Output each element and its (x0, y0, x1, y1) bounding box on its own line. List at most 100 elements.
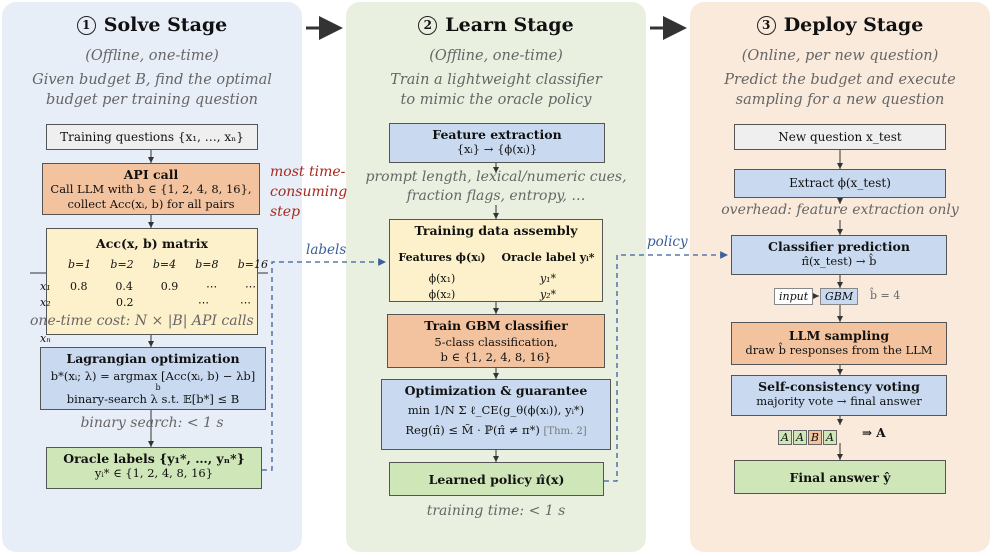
stage-number-badge: 2 (418, 16, 438, 35)
vote-result: ⇒ A (862, 426, 886, 440)
learned-policy-box: Learned policy π̂(x) (389, 462, 604, 496)
labels-link-label: labels (306, 242, 347, 258)
theorem-ref: [Thm. 2] (543, 426, 587, 437)
opt-line-1: min 1/N Σ ℓ_CE(g_θ(ϕ(xᵢ)), yᵢ*) (407, 403, 585, 417)
feature-line: {xᵢ} → {ϕ(xᵢ)} (456, 142, 538, 156)
optimization-guarantee-box: Optimization & guarantee min 1/N Σ ℓ_CE(… (381, 379, 611, 450)
assembly-col-features: Features ϕ(xᵢ) (398, 251, 486, 264)
assembly-title: Training data assembly (414, 223, 578, 238)
feature-note-1: prompt length, lexical/numeric cues, (365, 169, 627, 185)
policy-link-label: policy (647, 234, 688, 250)
matrix-cell: ⋯ (245, 280, 256, 293)
gbm-line-1: 5-class classification, (434, 335, 558, 349)
opt-line-2: Reg(π̂) ≤ M̃ · ℙ(π̂ ≠ π*) (405, 423, 540, 437)
time-consuming-note: most time- consuming step (270, 162, 350, 222)
one-time-cost-note: one-time cost: N × |B| API calls (30, 313, 254, 329)
matrix-row-label: x₂ (40, 296, 51, 309)
learn-desc-1: Train a lightweight classifier (390, 72, 602, 88)
matrix-header-row: b=1 b=2 b=4 b=8 b=16 (68, 258, 268, 271)
training-questions-box: Training questions {x₁, …, xₙ} (46, 124, 258, 150)
lagrangian-box: Lagrangian optimization b*(xᵢ; λ) = argm… (40, 347, 266, 410)
oracle-labels-box: Oracle labels {y₁*, …, yₙ*} yᵢ* ∈ {1, 2,… (46, 447, 262, 489)
learn-stage-title: 2 Learn Stage (346, 14, 646, 36)
api-call-box: API call Call LLM with b ∈ {1, 2, 4, 8, … (42, 163, 260, 215)
stage-number-badge: 1 (76, 16, 96, 35)
new-question-box: New question x_test (734, 124, 946, 150)
oracle-title: Oracle labels {y₁*, …, yₙ*} (63, 451, 245, 466)
api-call-title: API call (123, 167, 179, 182)
learn-mode: (Offline, one-time) (429, 48, 563, 64)
extract-features-box: Extract ϕ(x_test) (734, 169, 946, 198)
voting-line: majority vote → final answer (756, 394, 922, 408)
feature-title: Feature extraction (432, 127, 562, 142)
classifier-prediction-box: Classifier prediction π̂(x_test) → b̂ (731, 235, 947, 275)
final-title: Final answer ŷ (789, 470, 891, 485)
matrix-header: b=16 (237, 258, 268, 271)
self-consistency-box: Self-consistency voting majority vote → … (731, 375, 947, 416)
opt-title: Optimization & guarantee (404, 383, 588, 398)
api-call-line-1: Call LLM with b ∈ {1, 2, 4, 8, 16}, (50, 182, 252, 196)
gbm-title: Train GBM classifier (424, 318, 568, 333)
solve-desc-1: Given budget B, find the optimal (32, 72, 272, 88)
deploy-title-text: Deploy Stage (783, 14, 924, 36)
solve-desc-2: budget per training question (45, 92, 259, 108)
matrix-row-label: x₁ (40, 280, 51, 293)
gbm-line-2: b ∈ {1, 2, 4, 8, 16} (440, 350, 552, 364)
sampling-title: LLM sampling (788, 328, 890, 343)
acc-matrix-box: Acc(x, b) matrix (46, 228, 258, 335)
lagrangian-line-2: binary-search λ s.t. 𝔼[b*] ≤ B (66, 392, 240, 406)
note-line-3: step (270, 204, 301, 220)
matrix-row: 0.8 0.4 0.9 ⋯ ⋯ (70, 280, 256, 293)
vote-chip: B (807, 430, 822, 445)
note-line-2: consuming (270, 184, 348, 200)
lagrangian-title: Lagrangian optimization (66, 351, 240, 366)
assembly-cell: ϕ(x₂) (428, 288, 456, 301)
clf-line: π̂(x_test) → b̂ (801, 254, 877, 268)
learn-desc-2: to mimic the oracle policy (400, 92, 592, 108)
lagrangian-line-1: b*(xᵢ; λ) = argmax [Acc(xᵢ, b) − λb] (50, 369, 256, 383)
vote-chip: A (792, 430, 807, 445)
deploy-stage-title: 3 Deploy Stage (690, 14, 990, 36)
matrix-cell: ⋯ (240, 296, 251, 309)
matrix-row-label: xₙ (40, 332, 51, 345)
note-line-1: most time- (270, 164, 346, 180)
binary-search-note: binary search: < 1 s (80, 415, 224, 431)
llm-sampling-box: LLM sampling draw b̂ responses from the … (731, 322, 947, 365)
overhead-note: overhead: feature extraction only (721, 202, 959, 218)
oracle-line: yᵢ* ∈ {1, 2, 4, 8, 16} (94, 466, 214, 480)
vote-chip: A (778, 430, 792, 445)
matrix-cell: ⋯ (206, 280, 218, 293)
assembly-col-oracle: Oracle label yᵢ* (501, 251, 595, 264)
matrix-header: b=1 (68, 258, 92, 271)
voting-title: Self-consistency voting (758, 379, 920, 394)
matrix-header: b=4 (152, 258, 177, 271)
final-answer-box: Final answer ŷ (734, 460, 946, 494)
matrix-header: b=2 (110, 258, 134, 271)
feature-extraction-box: Feature extraction {xᵢ} → {ϕ(xᵢ)} (389, 123, 605, 163)
stage-number-badge: 3 (756, 16, 776, 35)
input-chip: input (774, 288, 814, 305)
policy-title: Learned policy π̂(x) (428, 472, 565, 487)
training-time-note: training time: < 1 s (426, 503, 566, 519)
argmax-subscript: b (155, 383, 161, 392)
learn-title-text: Learn Stage (445, 14, 574, 36)
matrix-cell: 0.8 (70, 280, 88, 293)
train-gbm-box: Train GBM classifier 5-class classificat… (387, 314, 605, 368)
matrix-cell: 0.4 (115, 280, 133, 293)
matrix-title: Acc(x, b) matrix (96, 236, 208, 251)
clf-title: Classifier prediction (768, 239, 910, 254)
deploy-desc-2: sampling for a new question (735, 92, 945, 108)
vote-chip: A (823, 430, 837, 445)
bhat-value: b̂ = 4 (870, 289, 901, 302)
matrix-header: b=8 (195, 258, 219, 271)
training-data-assembly-box: Training data assembly (389, 219, 603, 302)
feature-note-2: fraction flags, entropy, … (406, 188, 586, 204)
matrix-cell: 0.2 (116, 296, 134, 309)
matrix-cell: ⋯ (198, 296, 209, 309)
api-call-line-2: collect Acc(xᵢ, b) for all pairs (67, 197, 235, 211)
gbm-chip: GBM (820, 288, 859, 305)
deploy-mode: (Online, per new question) (741, 48, 939, 64)
assembly-cell: y₂* (539, 288, 557, 301)
